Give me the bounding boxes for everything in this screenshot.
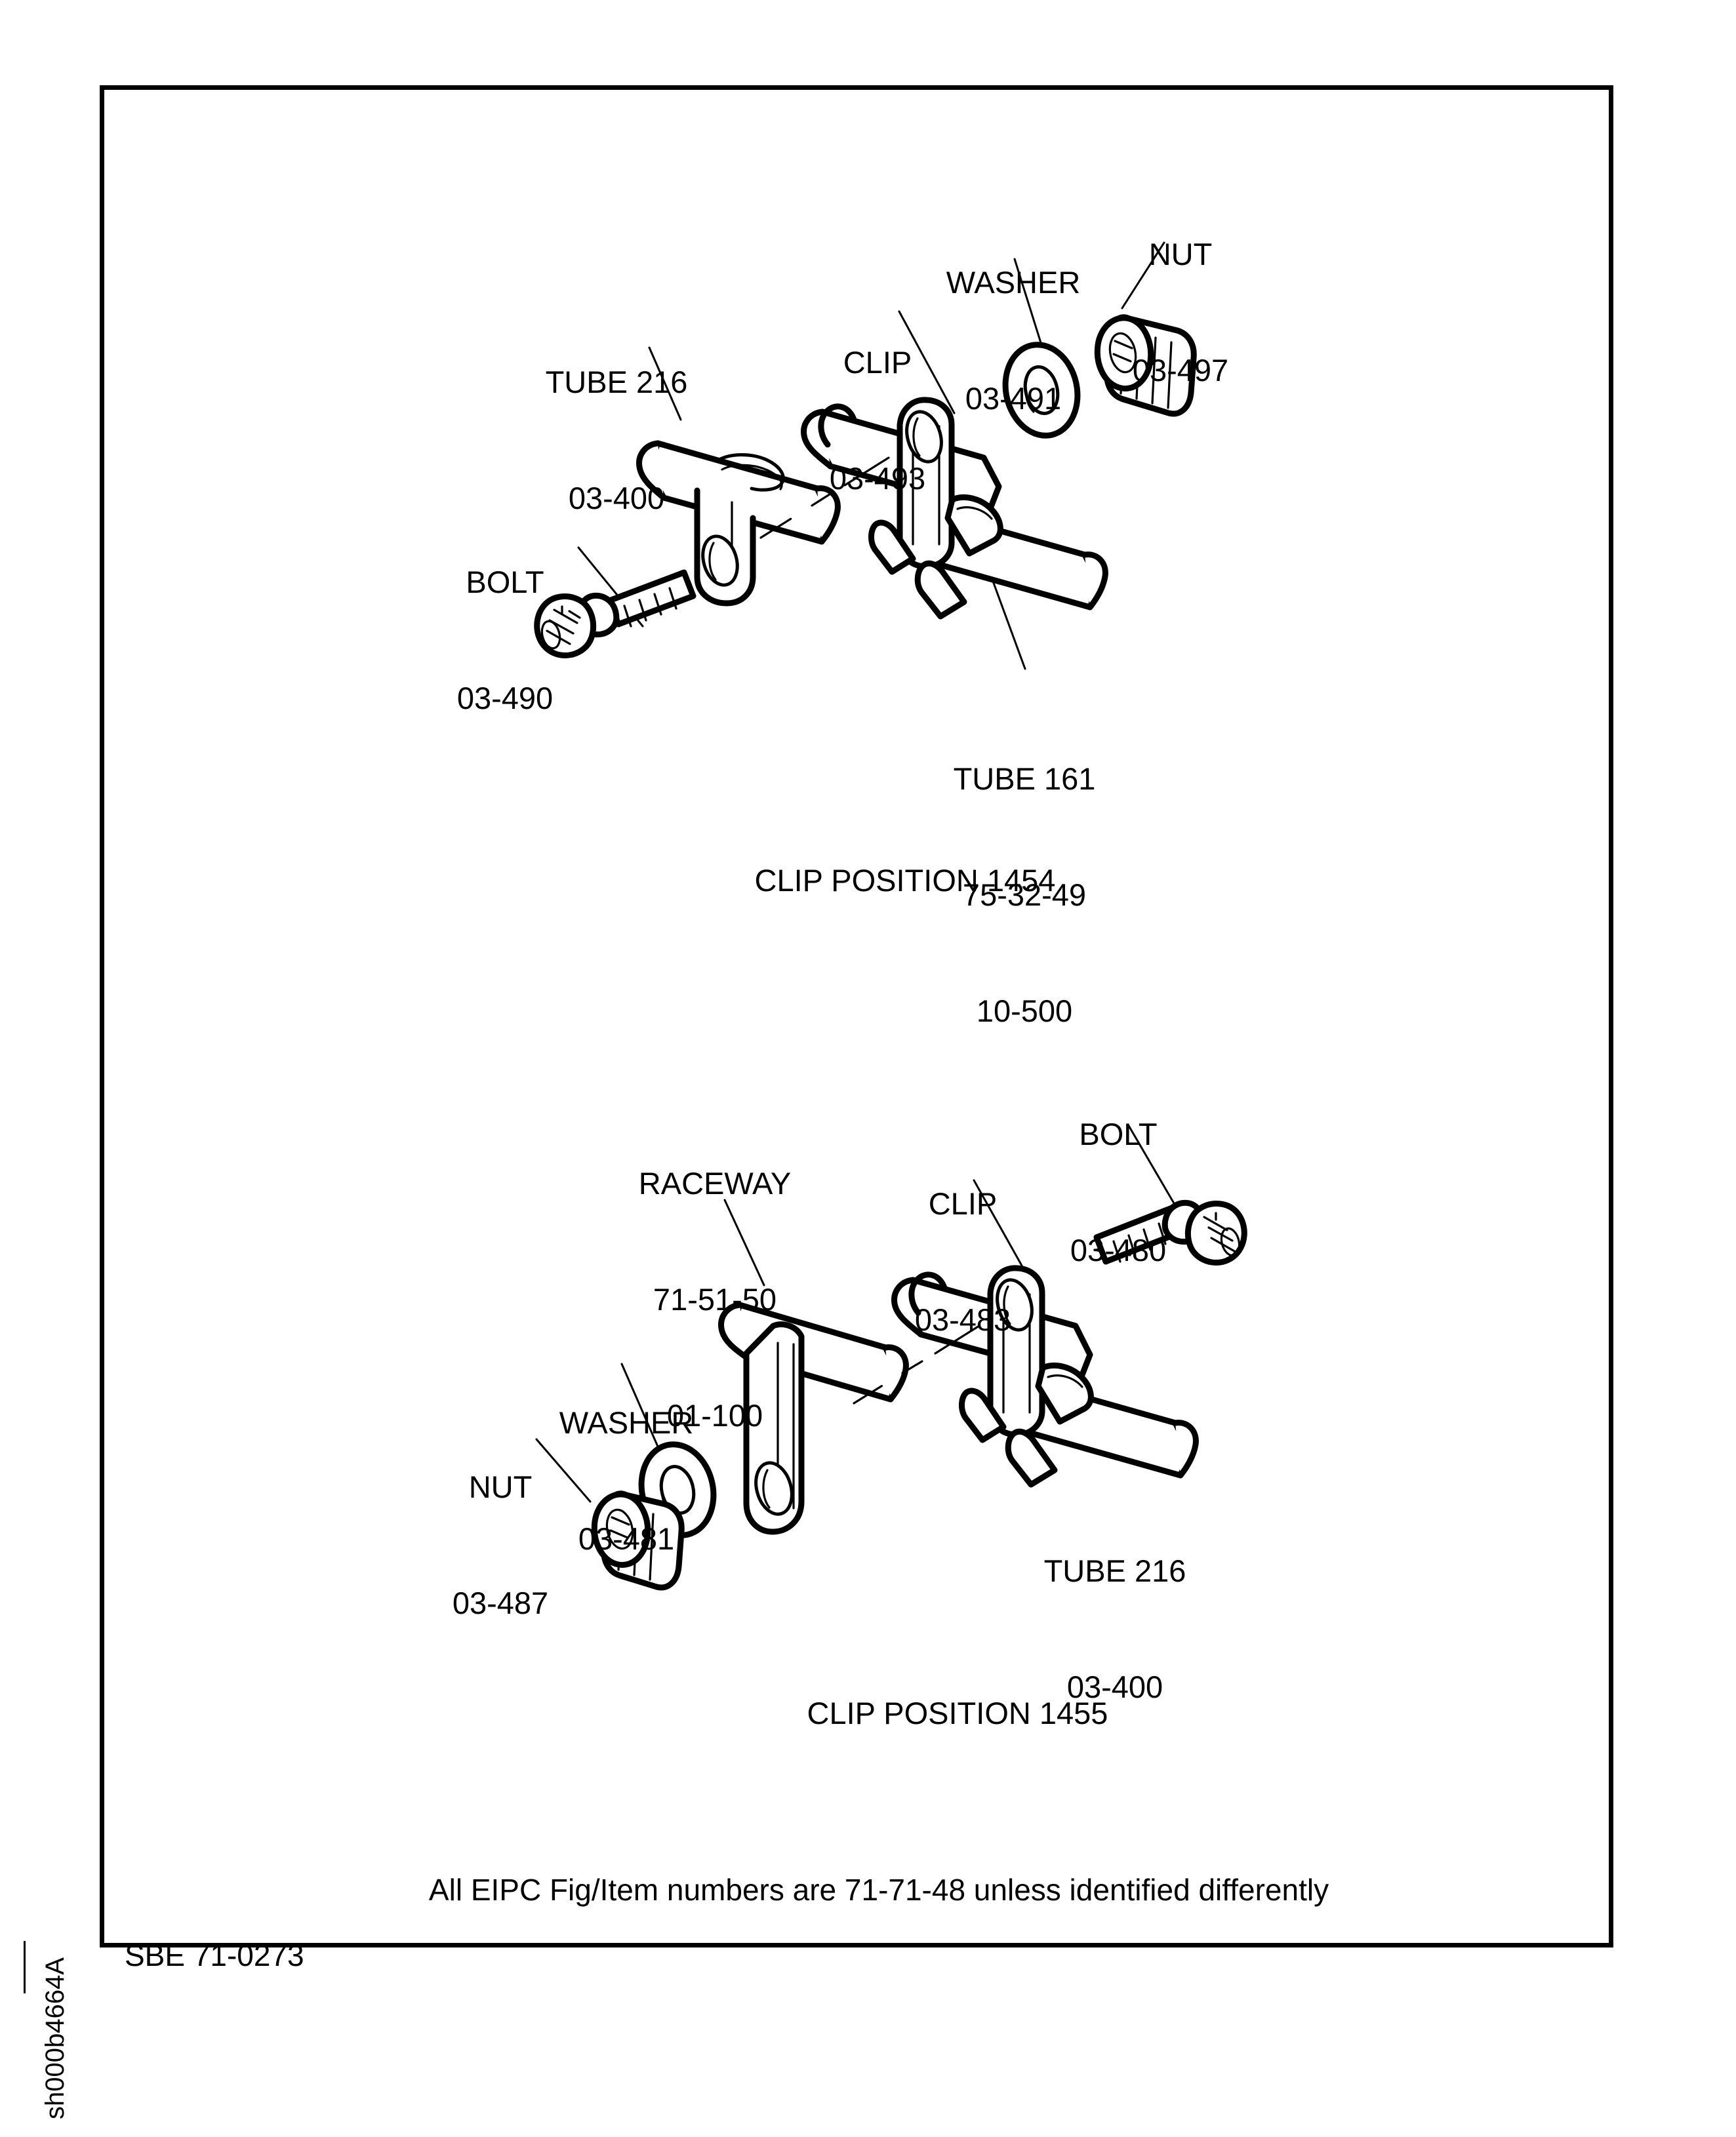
label-line: 10-500: [976, 993, 1073, 1028]
label-line: 03-491: [965, 381, 1062, 416]
label-clip-03-493: CLIP 03-493: [830, 266, 925, 575]
label-washer-03-481: WASHER 03-481: [559, 1326, 694, 1635]
label-line: 03-493: [829, 461, 926, 496]
label-bolt-03-490: BOLT 03-490: [457, 485, 553, 795]
label-line: BOLT: [1079, 1117, 1158, 1151]
label-clip-03-483: CLIP 03-483: [915, 1107, 1011, 1416]
label-line: 03-487: [452, 1586, 549, 1620]
label-line: 03-481: [578, 1521, 675, 1556]
label-line: 03-483: [914, 1302, 1011, 1337]
drawing-border: [100, 85, 1613, 1947]
label-line: 03-480: [1070, 1233, 1167, 1268]
label-tube-216-upper: TUBE 216 03-400: [546, 285, 688, 595]
label-line: CLIP: [843, 345, 912, 380]
label-raceway: RACEWAY 71-51-50 01-100: [639, 1087, 791, 1512]
label-bolt-03-480: BOLT 03-480: [1070, 1037, 1166, 1347]
label-washer-03-491: WASHER 03-491: [946, 186, 1081, 495]
label-line: WASHER: [559, 1405, 694, 1440]
label-line: WASHER: [946, 265, 1081, 300]
caption-clip-position-1455: CLIP POSITION 1455: [807, 1696, 1108, 1730]
label-line: 01-100: [666, 1398, 763, 1433]
side-code: sh000b4664A: [41, 1957, 70, 2119]
label-tube-216-lower: TUBE 216 03-400: [1044, 1474, 1186, 1784]
label-line: 03-490: [456, 681, 554, 715]
label-tube-161: TUBE 161 75-32-49 10-500: [954, 682, 1096, 1108]
label-line: TUBE 216: [545, 365, 688, 399]
label-line: NUT: [468, 1469, 533, 1504]
sbe-number: SBE 71-0273: [125, 1938, 304, 1972]
side-rule: [24, 1941, 26, 1993]
label-line: 03-400: [1066, 1669, 1163, 1704]
label-nut-03-497: NUT 03-497: [1133, 157, 1228, 467]
label-line: 71-51-50: [653, 1282, 777, 1317]
label-line: BOLT: [466, 565, 544, 599]
eipc-note: All EIPC Fig/Item numbers are 71-71-48 u…: [428, 1873, 1329, 1907]
label-line: TUBE 161: [953, 761, 1096, 796]
label-line: RACEWAY: [638, 1166, 792, 1201]
label-line: CLIP: [928, 1186, 998, 1221]
label-line: 03-497: [1132, 353, 1229, 388]
label-line: 75-32-49: [962, 877, 1087, 912]
label-nut-03-487: NUT 03-487: [453, 1390, 548, 1700]
caption-clip-position-1454: CLIP POSITION 1454: [754, 863, 1056, 898]
label-line: TUBE 216: [1043, 1553, 1186, 1588]
label-line: NUT: [1148, 237, 1213, 271]
label-line: 03-400: [568, 481, 665, 515]
